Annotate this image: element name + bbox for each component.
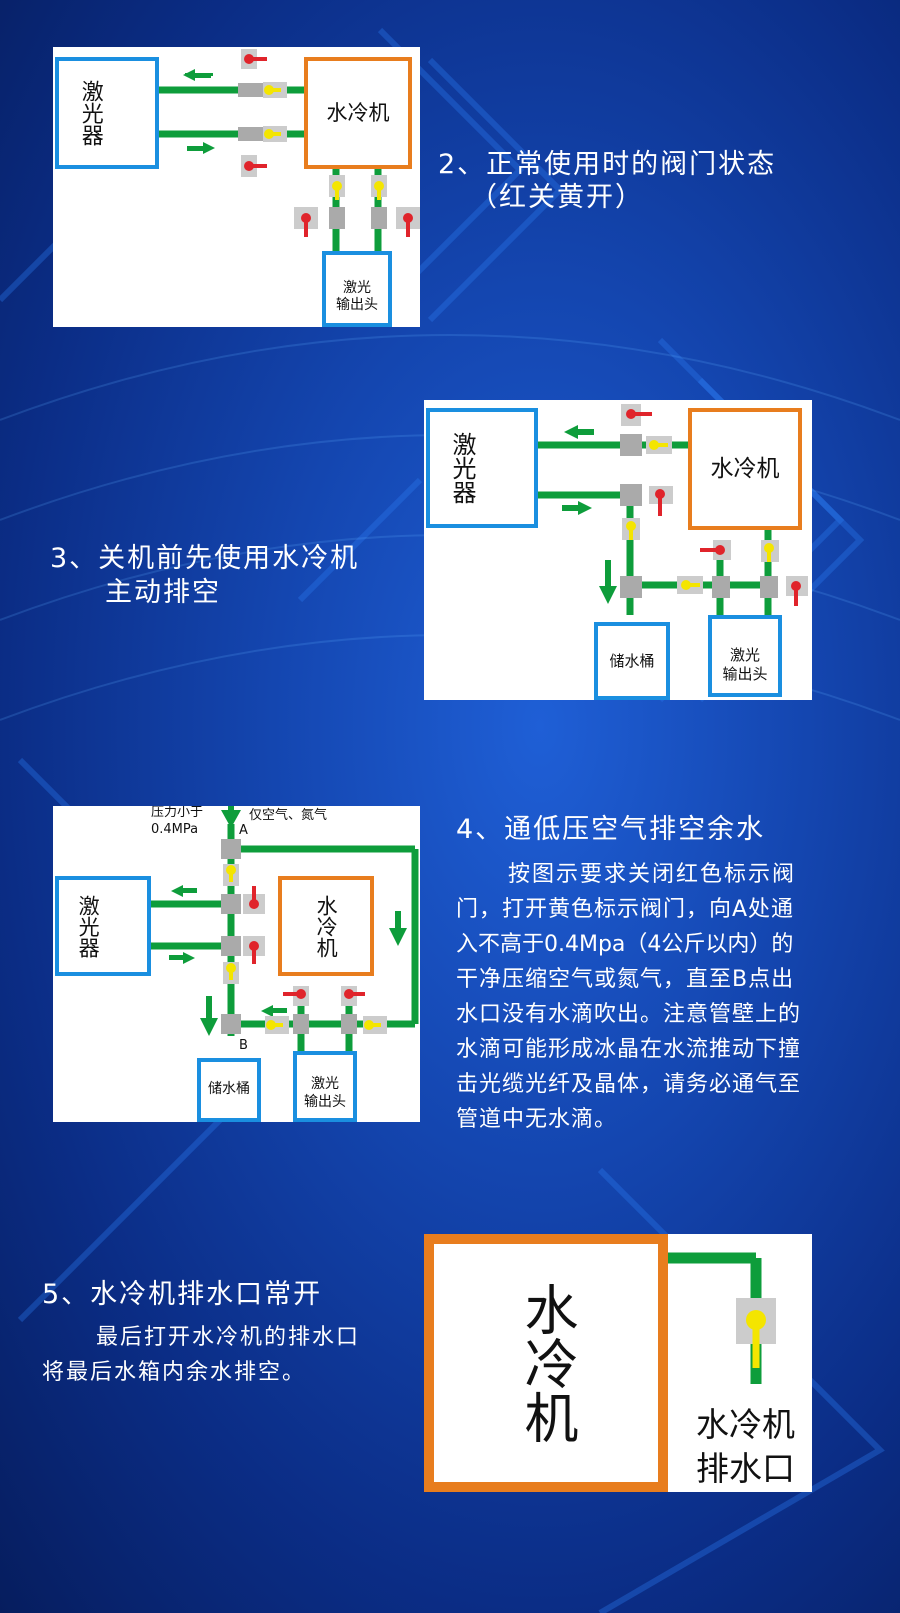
chiller-label: 水冷机 <box>515 1282 578 1444</box>
caption-4-body-line2: 门，打开黄色标示阀门，向A处通 <box>456 897 795 922</box>
chiller-label: 水冷机 <box>710 455 780 482</box>
chiller-label: 水冷机 <box>326 100 390 125</box>
diagram2-output-box: 激光 输出头 <box>708 615 782 697</box>
caption-3-line1: 3、关机前先使用水冷机 <box>50 543 360 574</box>
diagram1-output-box: 激光 输出头 <box>322 251 392 327</box>
diagram3-bucket-box: 储水桶 <box>197 1058 261 1122</box>
caption-4-body-line5: 水口没有水滴吹出。注意管壁上的 <box>456 1002 802 1027</box>
bucket-label: 储水桶 <box>609 651 655 670</box>
diagram4-panel: 水冷机 水冷机 排水口 <box>424 1234 812 1492</box>
diagram4-pipes <box>664 1252 776 1384</box>
drain-label-line1: 水冷机 <box>696 1405 795 1444</box>
diagram3-output-box: 激光 输出头 <box>293 1051 357 1122</box>
drain-label-line2: 排水口 <box>696 1449 795 1488</box>
diagram2-bucket-box: 储水桶 <box>594 622 670 700</box>
caption-2-line1: 2、正常使用时的阀门状态 <box>438 149 777 180</box>
caption-5-body-line2: 将最后水箱内余水排空。 <box>42 1360 307 1385</box>
diagram3-panel: 压力小于 0.4MPa 仅空气、氮气 A B 激光器 水冷机 储水桶 激光 输出… <box>53 806 420 1122</box>
diagram3-laser-box: 激光器 <box>55 876 151 976</box>
diagram3-chiller-box: 水冷机 <box>278 876 374 976</box>
diagram2-laser-box: 激光器 <box>426 408 538 528</box>
output-label: 激光 输出头 <box>304 1076 346 1110</box>
diagram2-chiller-box: 水冷机 <box>688 408 802 530</box>
caption-4-body-line3: 入不高于0.4Mpa（4公斤以内）的 <box>456 932 794 957</box>
diagram2-panel: 激光器 水冷机 储水桶 激光 输出头 <box>424 400 812 700</box>
caption-5-body-line1: 最后打开水冷机的排水口 <box>96 1325 361 1350</box>
diagram1-laser-box: 激光器 <box>55 57 159 169</box>
diagram4-chiller-box: 水冷机 <box>424 1234 668 1492</box>
chiller-label: 水冷机 <box>314 894 339 958</box>
point-a-label: A <box>239 823 248 838</box>
caption-4-body-line7: 击光缆光纤及晶体，请务必通气至 <box>456 1072 802 1097</box>
laser-label: 激光器 <box>448 432 476 504</box>
diagram1-valves <box>244 54 413 237</box>
laser-label: 激光器 <box>77 80 103 146</box>
laser-label: 激光器 <box>76 894 101 958</box>
bucket-label: 储水桶 <box>208 1081 250 1098</box>
caption-3-line2: 主动排空 <box>105 577 221 608</box>
caption-4-body-line4: 干净压缩空气或氮气，直至B点出 <box>456 967 795 992</box>
caption-4-body-line8: 管道中无水滴。 <box>456 1107 618 1132</box>
output-label: 激光 输出头 <box>722 646 768 683</box>
diagram1-panel: 激光器 水冷机 激光 输出头 <box>53 47 420 327</box>
caption-4-title: 4、通低压空气排空余水 <box>456 814 766 845</box>
caption-5-title: 5、水冷机排水口常开 <box>42 1279 323 1310</box>
output-label: 激光 输出头 <box>336 279 378 314</box>
gas-label: 仅空气、氮气 <box>249 808 328 823</box>
diagram3-pipes <box>113 806 419 1070</box>
caption-4-body-line1: 按图示要求关闭红色标示阀 <box>508 862 797 887</box>
caption-4-body-line6: 水滴可能形成冰晶在水流推动下撞 <box>456 1037 802 1062</box>
pressure-label: 压力小于 0.4MPa <box>151 806 204 837</box>
caption-2-line2: （红关黄开） <box>470 182 644 213</box>
diagram1-chiller-box: 水冷机 <box>304 57 412 169</box>
point-b-label: B <box>239 1038 248 1053</box>
drain-valve-knob <box>746 1310 766 1330</box>
